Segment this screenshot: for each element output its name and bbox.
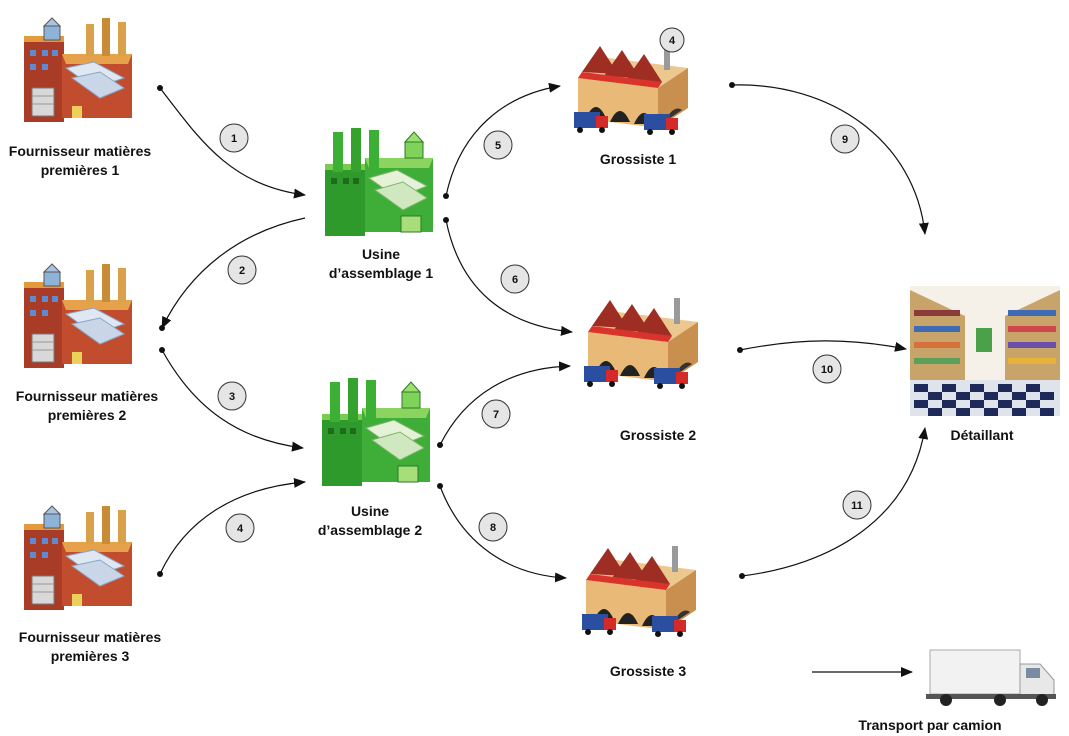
plant-1-factory-icon	[324, 127, 434, 237]
supplier-2-label: Fournisseur matières premières 2	[2, 387, 172, 425]
svg-text:11: 11	[851, 500, 863, 512]
edge-badge-7: 7	[481, 399, 511, 429]
flow-edge-8	[439, 485, 567, 583]
svg-text:3: 3	[229, 391, 235, 403]
edge-badge-3: 3	[217, 381, 247, 411]
edge-badge-4: 4	[225, 513, 255, 543]
wholesaler-3-label: Grossiste 3	[609, 663, 687, 679]
edge-start-dot	[443, 217, 449, 223]
retailer-store-icon	[910, 286, 1060, 416]
flow-edge-5	[445, 82, 561, 197]
edge-badge-10: 10	[812, 354, 842, 384]
plant-1-label-line2: d’assemblage 1	[328, 265, 434, 281]
flow-edge-6	[445, 219, 573, 336]
flow-edge-10	[739, 340, 907, 352]
edge-badge-9: 9	[830, 124, 860, 154]
edge-start-dot	[443, 193, 449, 199]
retailer-label: Détaillant	[950, 427, 1014, 443]
edge-start-dot	[737, 347, 743, 353]
flow-edge-1	[159, 87, 306, 199]
edge-badge-5: 5	[483, 130, 513, 160]
supplier-1-label: Fournisseur matières premières 1	[0, 142, 160, 180]
truck-icon	[926, 649, 1056, 706]
svg-text:6: 6	[512, 274, 518, 286]
edge-badge-8: 8	[478, 512, 508, 542]
edge-badge-2: 2	[227, 255, 257, 285]
svg-text:2: 2	[239, 265, 245, 277]
edge-start-dot	[437, 483, 443, 489]
svg-text:5: 5	[495, 140, 501, 152]
supplier-3-factory-icon	[23, 505, 133, 611]
edge-start-dot	[437, 442, 443, 448]
svg-text:4: 4	[669, 35, 676, 47]
supplier-2-label-line1: Fournisseur matières	[15, 388, 159, 404]
supplier-2-factory-icon	[23, 263, 133, 369]
edge-badge-6: 6	[500, 264, 530, 294]
flow-edge-3	[161, 349, 304, 452]
svg-text:10: 10	[821, 364, 833, 376]
wholesaler-2-label: Grossiste 2	[619, 427, 697, 443]
flow-edge-11	[741, 427, 929, 577]
plant-2-label-line2: d’assemblage 2	[317, 522, 423, 538]
supplier-2-label-line2: premières 2	[47, 407, 127, 423]
svg-text:9: 9	[842, 134, 848, 146]
edge-start-dot	[739, 573, 745, 579]
wholesaler-1-warehouse-icon	[574, 44, 688, 135]
svg-text:8: 8	[490, 522, 496, 534]
edge-badge-11: 11	[842, 490, 872, 520]
edge-start-dot	[157, 85, 163, 91]
supplier-3-label-line2: premières 3	[50, 648, 130, 664]
wholesaler-3-warehouse-icon	[582, 546, 696, 637]
plant-1-label-line1: Usine	[361, 246, 401, 262]
edge-start-dot	[159, 325, 165, 331]
supplier-1-label-line1: Fournisseur matières	[8, 143, 152, 159]
edge-badge-1: 1	[219, 123, 249, 153]
edge-start-dot	[157, 571, 163, 577]
svg-text:4: 4	[237, 523, 244, 535]
plant-2-factory-icon	[321, 377, 431, 487]
flow-edge-9	[731, 84, 929, 235]
svg-text:1: 1	[231, 133, 237, 145]
wholesaler-1-label: Grossiste 1	[599, 151, 677, 167]
edge-start-dot	[159, 347, 165, 353]
flow-edge-4	[159, 477, 306, 575]
svg-text:7: 7	[493, 409, 499, 421]
plant-2-label: Usine d’assemblage 2	[292, 502, 448, 540]
supplier-1-label-line2: premières 1	[40, 162, 120, 178]
legend-truck-label: Transport par camion	[858, 717, 1002, 733]
flow-edge-2	[161, 217, 306, 329]
edge-start-dot	[729, 82, 735, 88]
supplier-1-factory-icon	[23, 17, 133, 123]
plant-1-label: Usine d’assemblage 1	[303, 245, 459, 283]
wholesaler-1-badge: 4	[659, 27, 685, 53]
flow-edge-7	[439, 361, 571, 446]
supplier-3-label-line1: Fournisseur matières	[18, 629, 162, 645]
plant-2-label-line1: Usine	[350, 503, 390, 519]
wholesaler-2-warehouse-icon	[584, 298, 698, 389]
supplier-3-label: Fournisseur matières premières 3	[0, 628, 180, 666]
